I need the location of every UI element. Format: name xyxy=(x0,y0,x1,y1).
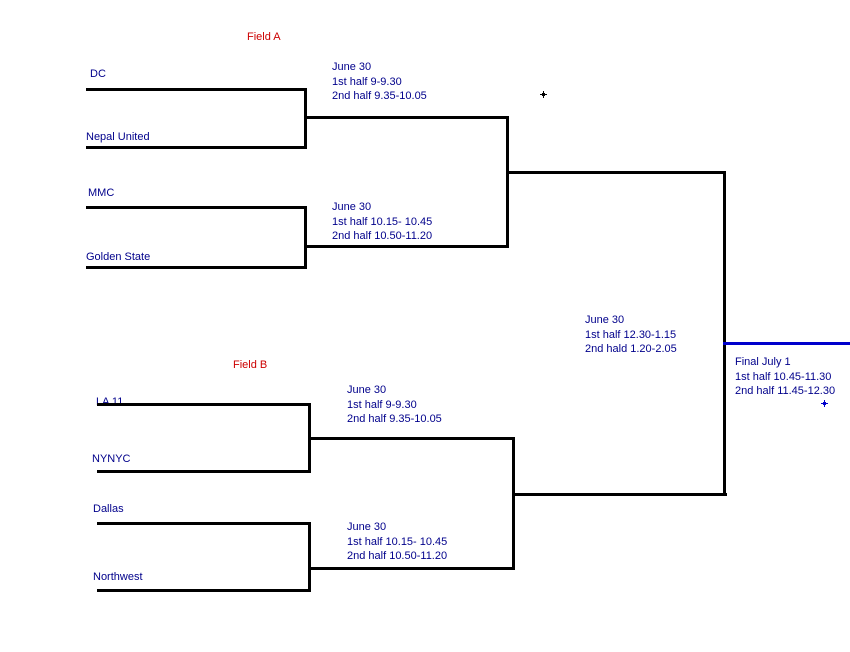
match-qf3-date: June 30 xyxy=(347,384,387,396)
bracket-line-sf-top-vertical xyxy=(506,116,509,248)
bracket-line-qf2-top xyxy=(86,206,307,209)
match-qf4-date: June 30 xyxy=(347,521,387,533)
bracket-line-final-vertical xyxy=(723,171,726,496)
bracket-line-final-output xyxy=(723,342,850,345)
match-qf2-first-half: 1st half 10.15- 10.45 xyxy=(332,215,433,228)
stray-mark-upper xyxy=(540,91,547,98)
bracket-line-qf4-top xyxy=(97,522,311,525)
bracket-line-qf3-top xyxy=(97,403,311,406)
bracket-line-qf1-top xyxy=(86,88,307,91)
bracket-line-qf2-vertical xyxy=(304,206,307,269)
match-info-final: Final July 1 1st half 10.45-11.30 2nd ha… xyxy=(735,355,835,399)
bracket-line-sf-bottom-upper xyxy=(308,437,514,440)
stray-mark-final xyxy=(821,400,828,407)
team-label-northwest: Northwest xyxy=(93,571,143,583)
match-qf1-date: June 30 xyxy=(332,61,372,73)
match-qf1-second-half: 2nd half 9.35-10.05 xyxy=(332,90,427,103)
match-info-qf2: June 30 1st half 10.15- 10.45 2nd half 1… xyxy=(332,200,432,244)
match-qf3-second-half: 2nd half 9.35-10.05 xyxy=(347,413,442,426)
match-info-qf1: June 30 1st half 9-9.30 2nd half 9.35-10… xyxy=(332,60,427,104)
match-qf2-second-half: 2nd half 10.50-11.20 xyxy=(332,230,433,243)
bracket-line-sf-bottom-lower xyxy=(308,567,514,570)
match-final-second-half: 2nd half 11.45-12.30 xyxy=(735,385,836,398)
match-semifinal-first-half: 1st half 12.30-1.15 xyxy=(585,328,677,341)
match-final-first-half: 1st half 10.45-11.30 xyxy=(735,370,832,383)
match-final-date: Final July 1 xyxy=(735,356,791,368)
bracket-line-qf2-bottom xyxy=(86,266,307,269)
bracket-line-sf-top-output xyxy=(506,171,726,174)
match-semifinal-date: June 30 xyxy=(585,314,625,326)
match-semifinal-second-half: 2nd hald 1.20-2.05 xyxy=(585,343,677,356)
team-label-mmc: MMC xyxy=(88,187,115,199)
team-label-dallas: Dallas xyxy=(93,503,124,515)
bracket-line-sf-top-upper xyxy=(304,116,508,119)
bracket-line-qf1-bottom xyxy=(86,146,307,149)
bracket-line-sf-bottom-output xyxy=(512,493,727,496)
bracket-line-qf4-bottom xyxy=(97,589,311,592)
match-info-qf3: June 30 1st half 9-9.30 2nd half 9.35-10… xyxy=(347,383,442,427)
field-a-label: Field A xyxy=(247,31,281,43)
match-qf4-second-half: 2nd half 10.50-11.20 xyxy=(347,550,448,563)
bracket-line-qf4-vertical xyxy=(308,522,311,592)
match-info-semifinal: June 30 1st half 12.30-1.15 2nd hald 1.2… xyxy=(585,313,677,357)
bracket-line-sf-bottom-vertical xyxy=(512,437,515,570)
team-label-nynyc: NYNYC xyxy=(92,453,131,465)
match-info-qf4: June 30 1st half 10.15- 10.45 2nd half 1… xyxy=(347,520,447,564)
match-qf1-first-half: 1st half 9-9.30 xyxy=(332,75,402,88)
team-label-golden-state: Golden State xyxy=(86,251,151,263)
bracket-line-sf-top-lower xyxy=(304,245,508,248)
match-qf3-first-half: 1st half 9-9.30 xyxy=(347,398,417,411)
match-qf2-date: June 30 xyxy=(332,201,372,213)
field-b-label: Field B xyxy=(233,359,268,371)
match-qf4-first-half: 1st half 10.15- 10.45 xyxy=(347,535,448,548)
team-label-dc: DC xyxy=(90,68,106,80)
team-label-nepal-united: Nepal United xyxy=(86,131,150,143)
bracket-line-qf3-bottom xyxy=(97,470,311,473)
